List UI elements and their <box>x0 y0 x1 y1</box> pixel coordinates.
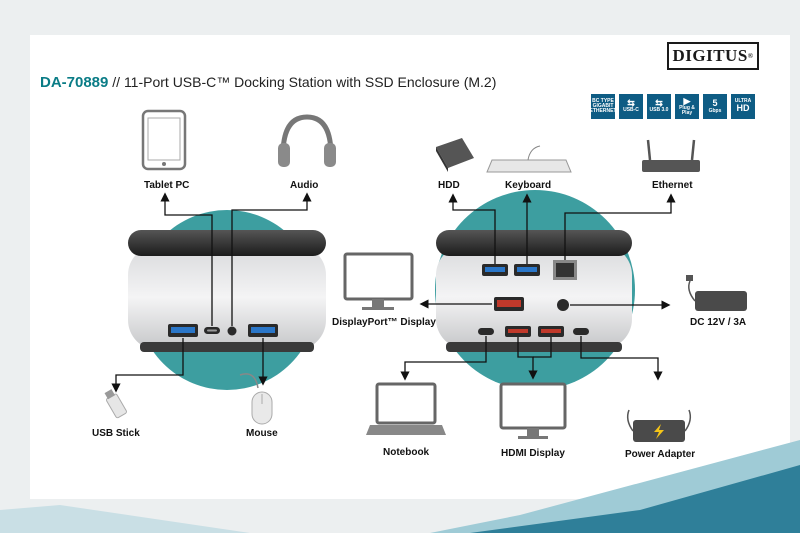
power-adapter-icon <box>626 409 692 442</box>
label-usb-stick: USB Stick <box>92 428 140 439</box>
hdmi-connection-line-1 <box>517 337 538 380</box>
mouse-icon <box>239 373 273 425</box>
label-audio: Audio <box>290 180 319 191</box>
usb-stick-icon <box>104 389 127 419</box>
usb-icon: ⇆ <box>655 98 663 109</box>
usb-stick-connection-line <box>111 338 184 393</box>
keyboard-icon <box>486 145 572 173</box>
rear-displayport <box>494 297 524 311</box>
title-separator: // <box>108 74 124 90</box>
rear-hdmi-port-1 <box>505 326 531 337</box>
label-dc-12v: DC 12V / 3A <box>690 317 747 328</box>
label-notebook: Notebook <box>383 447 430 458</box>
hdmi-connection-line-2 <box>533 337 552 358</box>
product-title: 11-Port USB-C™ Docking Station with SSD … <box>123 74 497 90</box>
dock-front-view <box>128 230 326 352</box>
hdmi-monitor-icon <box>499 382 567 439</box>
plug-play-icon: ▶ <box>683 95 691 106</box>
label-keyboard: Keyboard <box>505 180 552 191</box>
notebook-icon <box>366 382 446 435</box>
page-title: DA-70889 // 11-Port USB-C™ Docking Stati… <box>40 74 496 91</box>
rear-usb-c-port-2 <box>573 328 589 335</box>
rear-usb-a-port-1 <box>482 264 508 276</box>
displayport-monitor-icon <box>343 252 414 310</box>
router-icon <box>642 139 700 172</box>
front-usb-c-port <box>204 327 220 334</box>
rear-dc-jack <box>557 299 569 311</box>
notebook-connection-line <box>400 336 487 381</box>
connection-lines <box>111 192 676 393</box>
rear-usb-c-port-1 <box>478 328 494 335</box>
label-hdd: HDD <box>438 180 460 191</box>
hdd-connection-line <box>448 193 496 264</box>
rear-hdmi-port-2 <box>538 326 564 337</box>
audio-connection-line <box>231 192 312 326</box>
tablet-icon <box>141 109 187 171</box>
front-audio-jack <box>227 326 237 336</box>
rear-rj45-port <box>553 260 577 280</box>
tablet-connection-line <box>160 192 213 326</box>
front-usb-a-port-right <box>248 324 278 337</box>
usb-c-badge: ⇆USB-C <box>619 94 643 119</box>
dc-power-supply-icon <box>686 275 747 311</box>
power-adapter-connection-line <box>580 336 663 381</box>
front-usb-a-port-left <box>168 324 198 337</box>
plug-play-badge: ▶Plug & Play <box>675 94 699 119</box>
dock-rear-view <box>436 230 632 352</box>
usb-c-icon: ⇆ <box>627 98 635 109</box>
usb-3-badge: ⇆USB 3.0 <box>647 94 671 119</box>
label-displayport-display: DisplayPort™ Display <box>332 317 436 328</box>
label-mouse: Mouse <box>246 428 278 439</box>
label-ethernet: Ethernet <box>652 180 693 191</box>
hdd-icon <box>436 138 474 172</box>
headphones-icon <box>278 114 336 167</box>
label-hdmi-display: HDMI Display <box>501 448 565 459</box>
label-power-adapter: Power Adapter <box>625 449 696 460</box>
digitus-logo: DIGITUS® <box>667 42 759 70</box>
label-tablet-pc: Tablet PC <box>144 180 190 191</box>
model-number: DA-70889 <box>40 74 109 91</box>
rear-usb-a-port-2 <box>514 264 540 276</box>
ethernet-connection-line <box>564 193 676 260</box>
